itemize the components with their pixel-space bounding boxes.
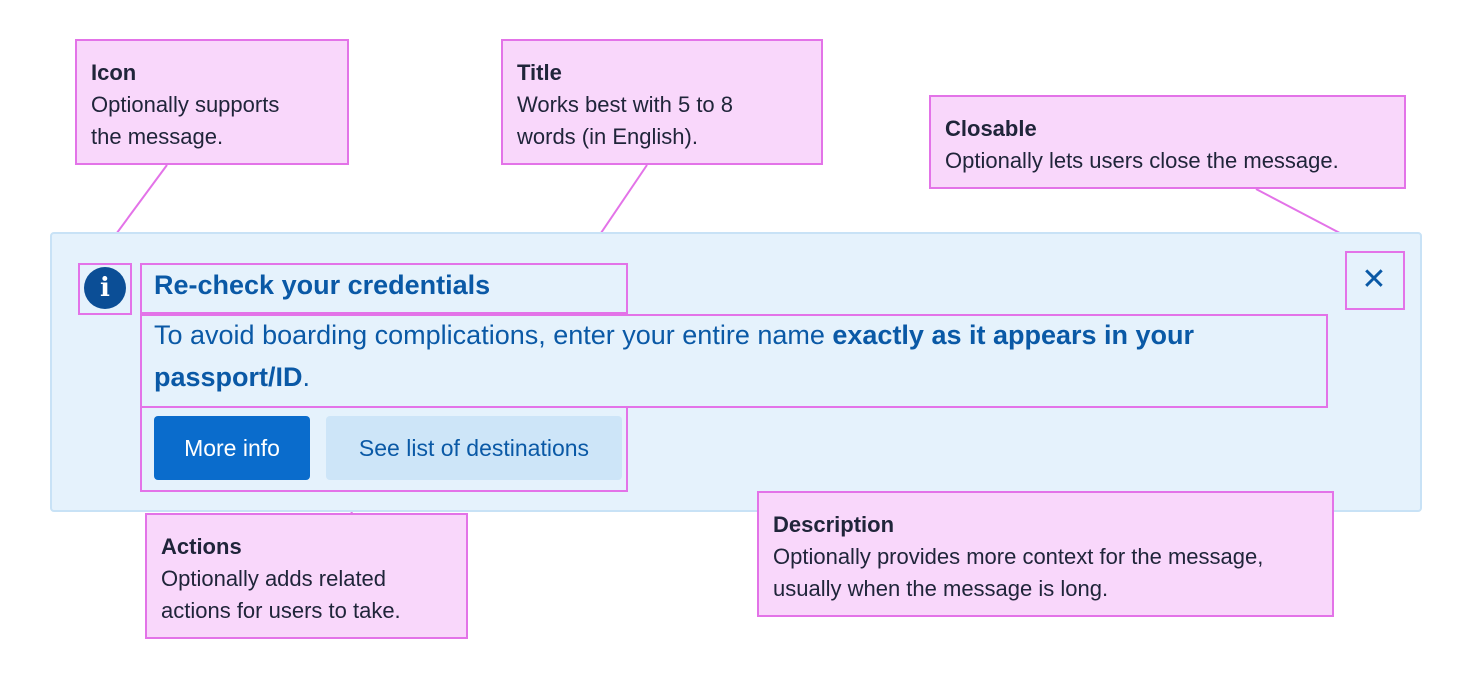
callout-text: usually when the message is long. [773, 576, 1109, 601]
icon-callout: Icon Optionally supports the message. [75, 39, 349, 165]
callout-title: Description [773, 512, 895, 537]
description-emphasis: exactly as it appears in your passport/I… [154, 320, 1195, 392]
callout-title: Title [517, 60, 562, 85]
closable-callout: Closable Optionally lets users close the… [929, 95, 1406, 189]
callout-title: Closable [945, 116, 1037, 141]
info-icon: i [84, 267, 126, 309]
callout-text: actions for users to take. [161, 598, 401, 623]
callout-title: Actions [161, 534, 242, 559]
callout-text: Optionally provides more context for the… [773, 544, 1264, 569]
more-info-button[interactable]: More info [154, 416, 310, 480]
callout-text: Optionally lets users close the message. [945, 148, 1339, 173]
actions-callout: Actions Optionally adds related actions … [145, 513, 468, 639]
callout-text: words (in English). [517, 124, 698, 149]
banner-description: To avoid boarding complications, enter y… [154, 314, 1314, 398]
description-end: . [302, 362, 311, 392]
callout-text: the message. [91, 124, 224, 149]
callout-text: Works best with 5 to 8 [517, 92, 734, 117]
description-text: To avoid boarding complications, enter y… [154, 320, 833, 350]
description-callout: Description Optionally provides more con… [757, 491, 1334, 617]
see-destinations-button[interactable]: See list of destinations [326, 416, 622, 480]
callout-text: Optionally supports [91, 92, 280, 117]
banner-title: Re-check your credentials [154, 270, 491, 300]
callout-text: Optionally adds related [161, 566, 387, 591]
callout-title: Icon [91, 60, 137, 85]
title-callout: Title Works best with 5 to 8 words (in E… [501, 39, 823, 165]
close-icon[interactable]: ✕ [1346, 252, 1402, 308]
